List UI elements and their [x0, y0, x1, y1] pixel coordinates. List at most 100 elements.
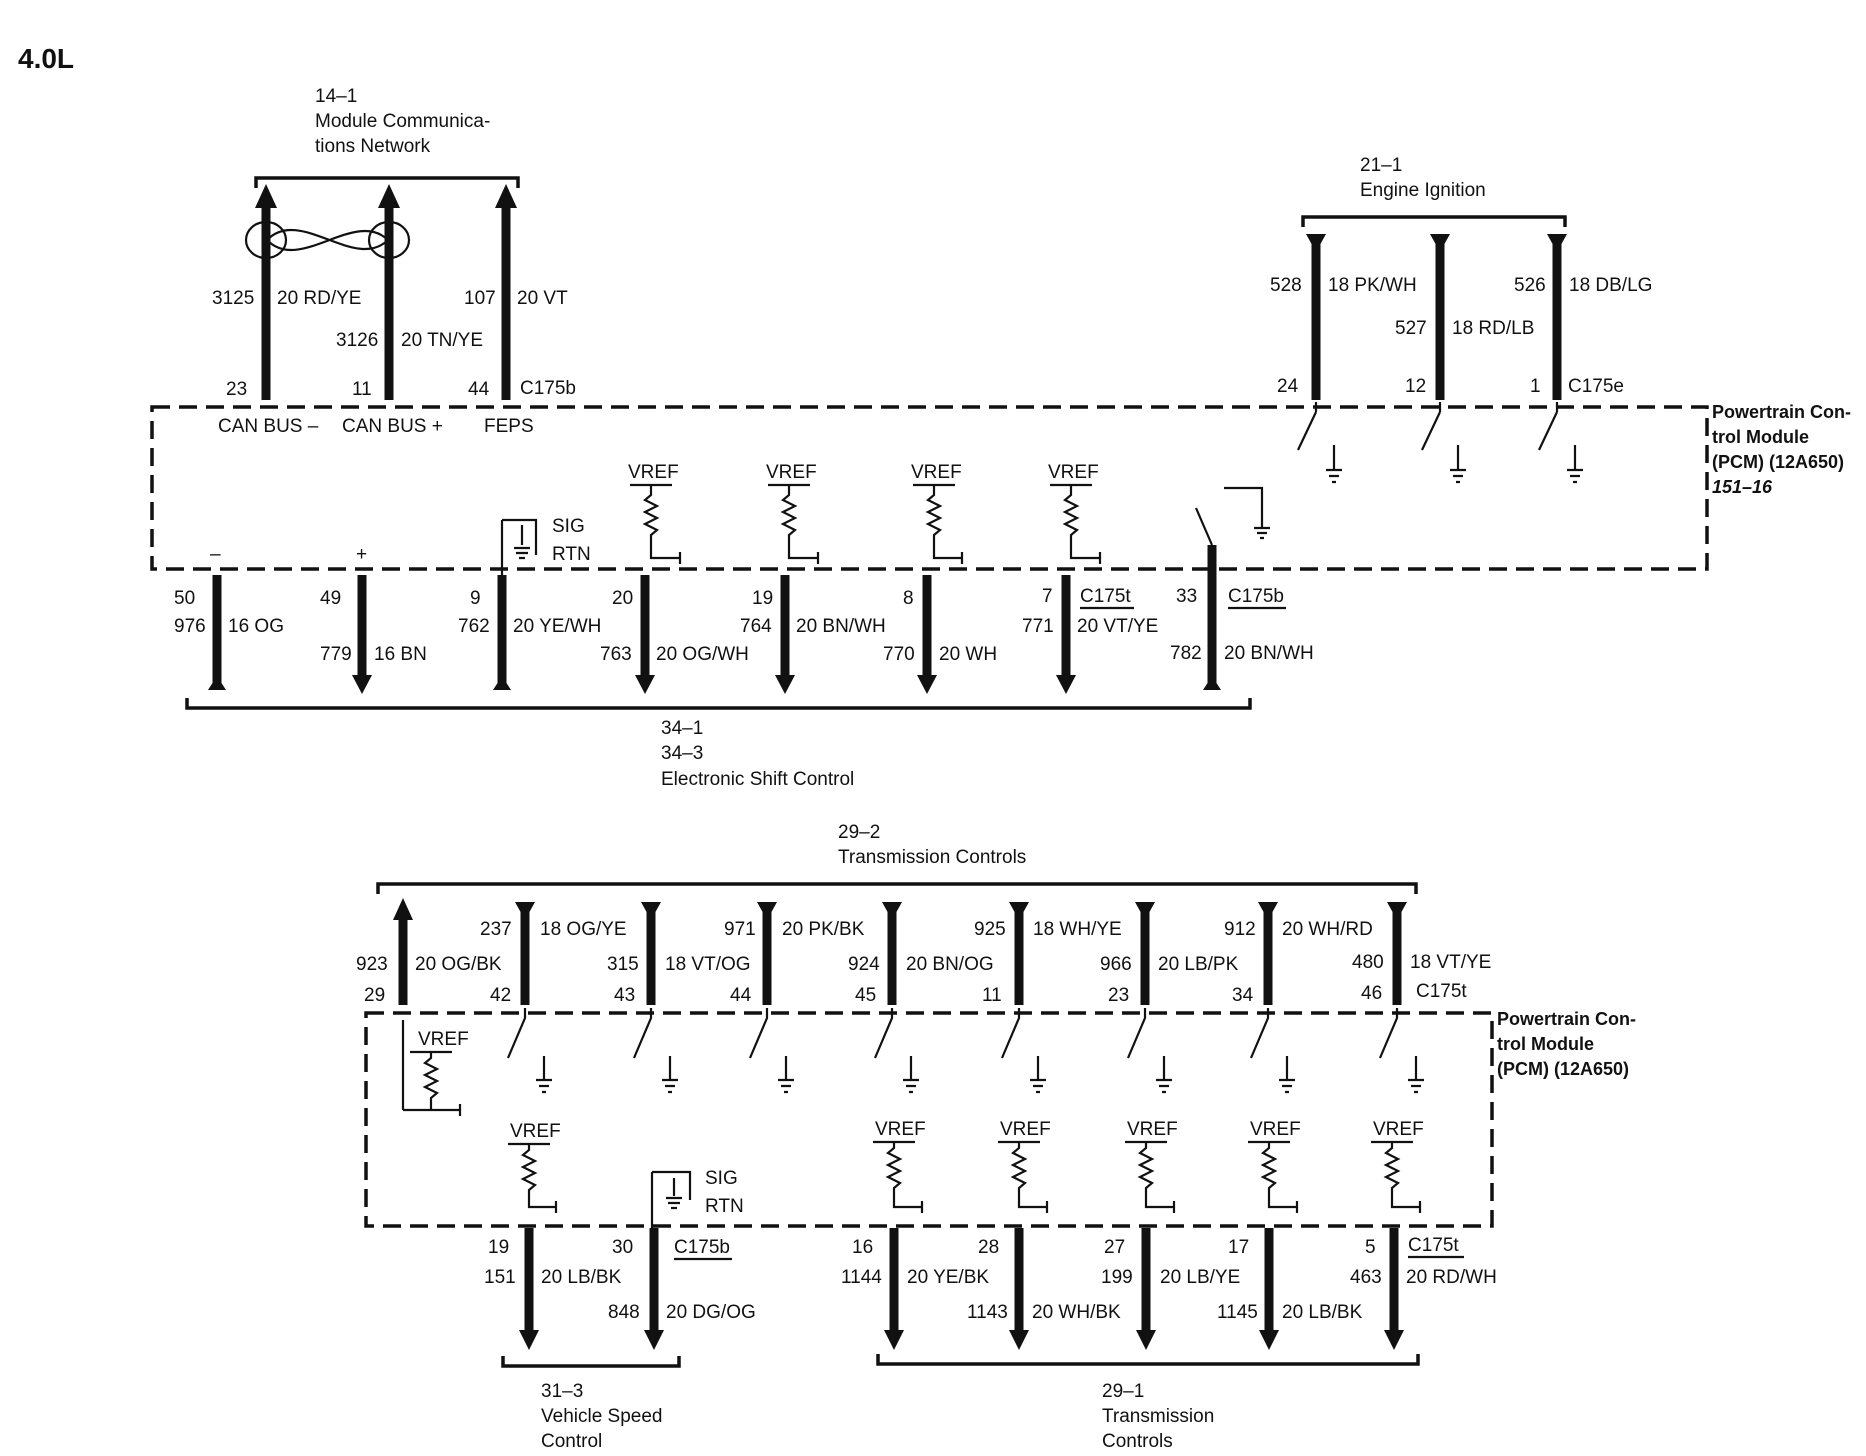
pin-number: 12	[1405, 376, 1426, 397]
shift-title: Electronic Shift Control	[661, 769, 854, 790]
wire-color: 20 BN/WH	[1224, 643, 1314, 664]
wire-771: 7 C175t 771 20 VT/YE	[1022, 575, 1158, 694]
wire-199: 27 199 20 LB/YE	[1101, 1228, 1240, 1350]
wire-848: 30 C175b 848 20 DG/OG	[608, 1228, 756, 1350]
circuit-number: 1145	[1217, 1302, 1258, 1323]
wire-color: 18 OG/YE	[540, 919, 627, 940]
pin-number: 19	[752, 588, 773, 609]
trans-bottom-ref: 29–1	[1102, 1381, 1144, 1402]
wire-color: 18 WH/YE	[1033, 919, 1122, 940]
circuit-number: 912	[1224, 919, 1256, 940]
signal-name: CAN BUS +	[342, 416, 443, 437]
pcm-label-1: Powertrain Con-	[1497, 1009, 1636, 1029]
pin-number: 24	[1277, 376, 1299, 397]
pin-number: 46	[1361, 983, 1382, 1004]
pin-number: 29	[364, 985, 385, 1006]
circuit-number: 924	[848, 954, 880, 975]
pin-number: 42	[490, 985, 511, 1006]
vref-resistor-symbols	[630, 483, 1102, 564]
top-section: 14–1 Module Communica- tions Network 21–…	[150, 86, 1851, 790]
circuit-number: 463	[1350, 1267, 1382, 1288]
wire-color: 20 WH	[939, 644, 997, 665]
wire-color: 20 BN/WH	[796, 616, 886, 637]
wire-764: 19 764 20 BN/WH	[740, 575, 886, 694]
vref-label: VREF	[1250, 1119, 1301, 1140]
pin-number: 27	[1104, 1237, 1125, 1258]
circuit-number: 976	[174, 616, 206, 637]
ignition-switch-symbols	[1297, 402, 1583, 484]
circuit-number: 966	[1100, 954, 1132, 975]
speed-bracket	[501, 1356, 681, 1368]
sig-rtn-symbol	[500, 518, 538, 580]
wire-color: 18 DB/LG	[1569, 275, 1652, 296]
pcm-box-bottom	[364, 1011, 1494, 1228]
pin-number: 17	[1228, 1237, 1249, 1258]
circuit-number: 1144	[841, 1267, 882, 1288]
wire-315: 315 18 VT/OG 43	[607, 902, 751, 1006]
wire-762: 9 762 20 YE/WH	[458, 575, 601, 690]
pcm-label-3: (PCM) (12A650)	[1497, 1059, 1629, 1079]
circuit-number: 762	[458, 616, 490, 637]
wire-color: 18 VT/OG	[665, 954, 751, 975]
wire-color: 20 TN/YE	[401, 330, 483, 351]
wire-763: 20 763 20 OG/WH	[600, 575, 749, 694]
circuit-number: 480	[1352, 952, 1384, 973]
wire-color: 20 VT/YE	[1077, 616, 1158, 637]
vref-label: VREF	[628, 462, 679, 483]
wire-color: 20 LB/BK	[541, 1267, 622, 1288]
trans-top-title: Transmission Controls	[838, 847, 1026, 868]
vref-label: VREF	[875, 1119, 926, 1140]
wire-782: 33 C175b 782 20 BN/WH	[1170, 545, 1314, 690]
pin-number: 34	[1232, 985, 1254, 1006]
wire-color: 20 WH/RD	[1282, 919, 1373, 940]
signal-name: FEPS	[484, 416, 534, 437]
circuit-number: 764	[740, 616, 772, 637]
circuit-number: 3126	[336, 330, 378, 351]
wire-526: 526 18 DB/LG 1	[1514, 234, 1652, 400]
pin-number: 50	[174, 588, 195, 609]
trans-bottom-title-1: Transmission	[1102, 1406, 1214, 1427]
rtn-label: RTN	[705, 1196, 744, 1217]
connector-c175t-top: C175t	[1416, 981, 1467, 1002]
circuit-number: 315	[607, 954, 639, 975]
wire-770: 8 770 20 WH	[883, 575, 997, 694]
pcm-label-ref: 151–16	[1712, 477, 1773, 497]
speed-title-1: Vehicle Speed	[541, 1406, 663, 1427]
pin-number: 11	[982, 985, 1002, 1006]
pin-number: 1	[1530, 376, 1541, 397]
bottom-section: 29–2 Transmission Controls C175t Powertr…	[356, 822, 1636, 1452]
circuit-number: 1143	[967, 1302, 1008, 1323]
trans-top-bracket	[376, 882, 1418, 894]
vref-label: VREF	[1373, 1119, 1424, 1140]
circuit-number: 971	[724, 919, 756, 940]
wire-923: 923 20 OG/BK 29	[356, 898, 502, 1006]
wire-912: 912 20 WH/RD 34	[1224, 902, 1373, 1006]
pin-number: 43	[614, 985, 635, 1006]
network-ref: 14–1	[315, 86, 357, 107]
vref-label: VREF	[911, 462, 962, 483]
wire-color: 20 OG/WH	[656, 644, 749, 665]
pin-number: 16	[852, 1237, 873, 1258]
wire-3125: 3125 20 RD/YE 23 CAN BUS –	[212, 184, 361, 437]
circuit-number: 770	[883, 644, 915, 665]
trans-bottom-title-2: Controls	[1102, 1431, 1173, 1452]
wire-color: 20 VT	[517, 288, 568, 309]
pin-number: 8	[903, 588, 914, 609]
wire-color: 20 BN/OG	[906, 954, 994, 975]
vref-resistor-symbols-bottom	[508, 1140, 1422, 1213]
vref-label: VREF	[1000, 1119, 1051, 1140]
vref-label: VREF	[1048, 462, 1099, 483]
shift-ref-2: 34–3	[661, 743, 703, 764]
wire-463: 5 C175t 463 20 RD/WH	[1350, 1228, 1497, 1350]
wire-924: 924 20 BN/OG 45	[848, 902, 994, 1006]
wire-color: 18 PK/WH	[1328, 275, 1417, 296]
polarity: –	[210, 544, 221, 565]
circuit-number: 923	[356, 954, 388, 975]
connector-c175t: C175t	[1408, 1235, 1459, 1256]
wire-color: 18 VT/YE	[1410, 952, 1491, 973]
wire-3126: 3126 20 TN/YE 11 CAN BUS +	[336, 184, 483, 437]
wire-1143: 28 1143 20 WH/BK	[967, 1228, 1121, 1350]
wire-color: 20 LB/PK	[1158, 954, 1239, 975]
circuit-number: 107	[464, 288, 496, 309]
